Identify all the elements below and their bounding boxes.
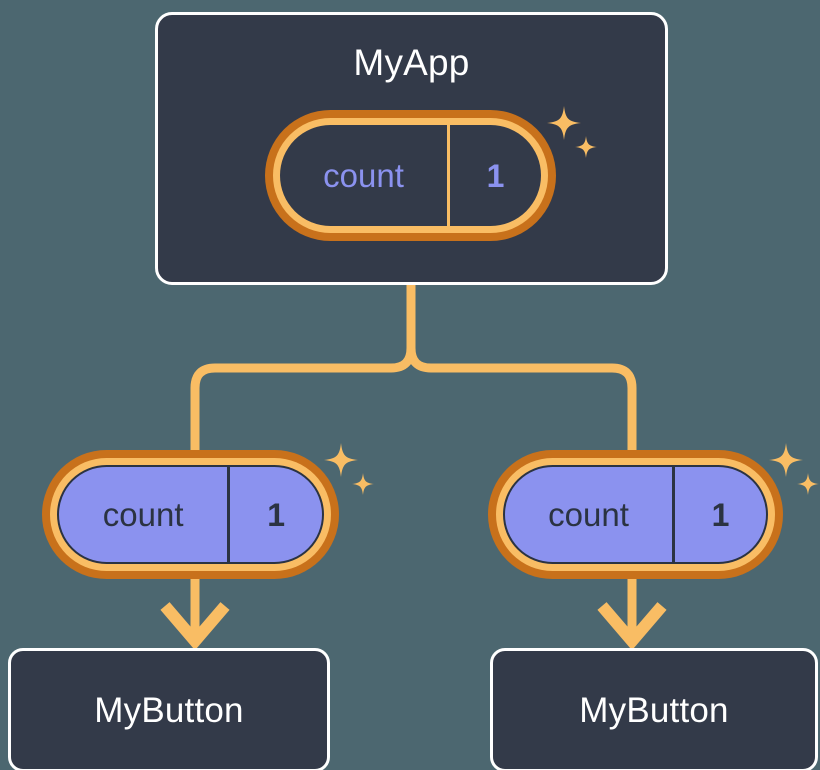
pill-ring-outer: count 1 [42, 450, 339, 579]
arrow-down-icon-left [160, 576, 230, 651]
pill-body: count 1 [503, 465, 768, 564]
connector-branch-left [190, 347, 416, 452]
arrow-down-icon-right [597, 576, 667, 651]
pill-ring-inner: count 1 [273, 118, 548, 233]
mybutton-card-right: MyButton [490, 648, 818, 770]
pill-ring-outer: count 1 [488, 450, 783, 579]
state-pill-child-right: count 1 [488, 450, 783, 579]
state-key: count [102, 496, 184, 533]
pill-ring-outer: count 1 [265, 110, 556, 241]
pill-body: count 1 [57, 465, 324, 564]
connector-branch-right [406, 347, 637, 452]
state-pill-child-left: count 1 [42, 450, 339, 579]
pill-ring-inner: count 1 [50, 458, 331, 571]
state-value: 1 [672, 467, 766, 562]
state-key: count [548, 496, 629, 533]
pill-body: count 1 [280, 125, 541, 226]
state-key: count [323, 157, 404, 194]
page-title: MyApp [353, 42, 470, 83]
mybutton-label: MyButton [94, 690, 244, 730]
mybutton-card-left: MyButton [8, 648, 330, 770]
state-value: 1 [447, 125, 541, 226]
state-pill-myapp: count 1 [265, 110, 556, 241]
state-value: 1 [227, 467, 322, 562]
pill-ring-inner: count 1 [496, 458, 775, 571]
mybutton-label: MyButton [579, 690, 729, 730]
